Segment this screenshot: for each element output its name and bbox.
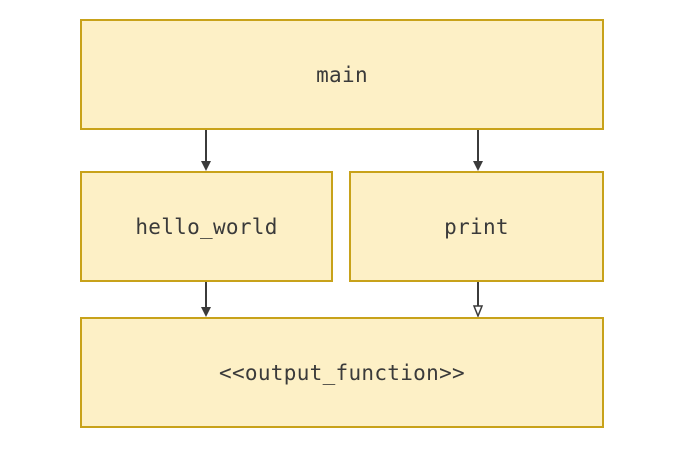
arrowhead-filled xyxy=(201,307,211,317)
node-output-function-label: <<output_function>> xyxy=(219,360,465,385)
node-print: print xyxy=(349,171,604,282)
arrowhead-filled xyxy=(473,161,483,171)
node-output-function: <<output_function>> xyxy=(80,317,604,428)
edge-main-to-hello-world xyxy=(201,130,211,171)
edge-print-to-output-function xyxy=(472,282,484,319)
node-hello-world-label: hello_world xyxy=(135,214,278,239)
arrowhead-hollow xyxy=(472,305,484,319)
node-main-label: main xyxy=(316,62,368,87)
node-main: main xyxy=(80,19,604,130)
node-print-label: print xyxy=(444,214,509,239)
edge-hello-world-to-output-function xyxy=(201,282,211,317)
node-hello-world: hello_world xyxy=(80,171,333,282)
edge-main-to-print xyxy=(473,130,483,171)
arrowhead-filled xyxy=(201,161,211,171)
